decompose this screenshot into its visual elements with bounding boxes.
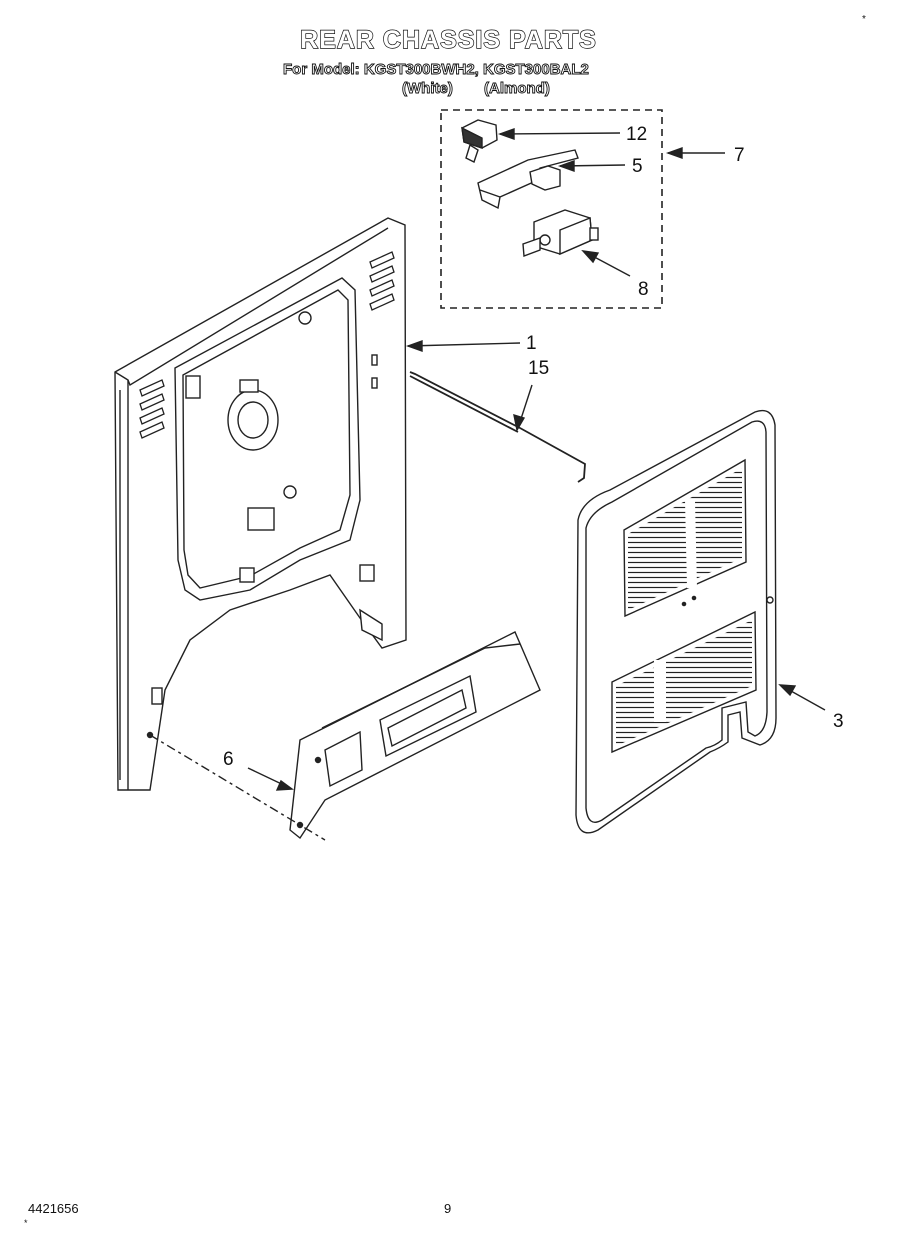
document-number: 4421656 [28,1201,79,1216]
part-12-switch [461,119,498,163]
part-1-rear-panel [114,217,407,791]
callout-12: 12 [626,124,647,145]
part-15-rod [409,371,586,483]
callout-5: 5 [632,156,643,177]
panel-louvers [139,251,395,439]
callout-3: 3 [833,711,844,732]
callout-6: 6 [223,749,234,770]
part-6-lower-plate [289,631,541,840]
part-3-rear-cover [575,409,777,834]
callout-7: 7 [734,145,745,166]
page-number: 9 [444,1201,452,1216]
page-title: REAR CHASSIS PARTS [299,25,597,54]
model-numbers: For Model: KGST300BWH2, KGST300BAL2 [283,61,590,79]
callout-8: 8 [638,279,649,300]
valve-assembly-box [440,109,663,309]
leader-lines [149,128,826,841]
part-8-valve [522,209,599,257]
corner-mark: * [862,14,866,25]
part-5-bracket [477,149,579,210]
callout-1: 1 [526,333,537,354]
bottom-mark: * [24,1218,28,1228]
variant-almond: (Almond) [484,80,551,98]
variant-white: (White) [402,80,454,98]
callout-15: 15 [528,358,549,379]
